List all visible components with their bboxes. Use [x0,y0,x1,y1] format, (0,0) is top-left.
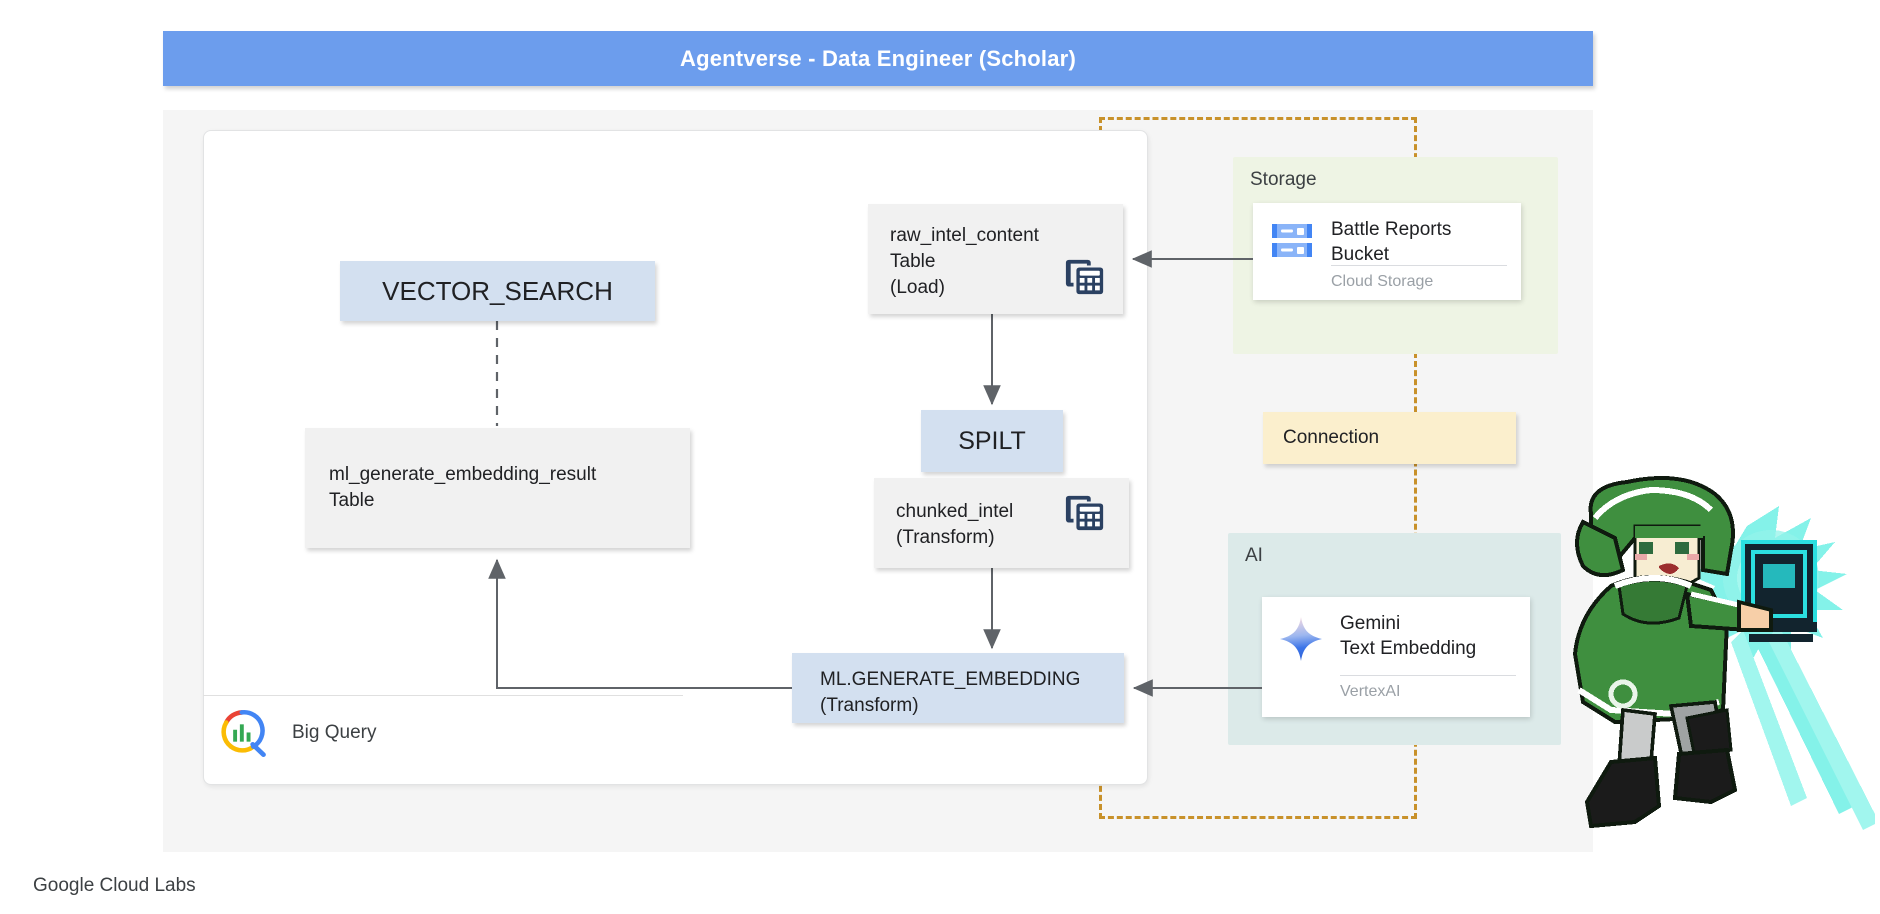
service-card-title-line-2: Text Embedding [1340,638,1477,660]
bigquery-panel-divider [203,695,683,696]
service-card-divider [1340,675,1516,676]
node-raw-intel-content-label: raw_intel_content Table (Load) [890,225,1039,299]
connection-label: Connection [1283,427,1380,448]
node-raw-intel-content[interactable]: raw_intel_content Table (Load) [868,204,1123,314]
service-card-title-line-2: Bucket [1331,244,1390,266]
node-ml-generate-embedding-label: ML.GENERATE_EMBEDDING (Transform) [820,669,1081,717]
node-chunked-intel[interactable]: chunked_intel (Transform) [874,478,1129,568]
service-card-subtitle: VertexAI [1340,683,1401,700]
service-card-battle-reports-bucket[interactable]: Battle Reports Bucket Cloud Storage [1253,203,1521,300]
character-face [1633,524,1703,590]
bigquery-table-icon [1065,259,1104,295]
node-vector-search-label: VECTOR_SEARCH [382,275,613,306]
character-hood [1575,476,1735,578]
node-ml-generate-embedding-result-label: ml_generate_embedding_result Table [329,464,597,512]
service-card-gemini-text-embedding[interactable]: Gemini Text Embedding VertexAI [1262,597,1530,717]
bigquery-branding: Big Query [218,707,376,759]
node-spilt[interactable]: SPILT [921,410,1063,472]
page-title: Agentverse - Data Engineer (Scholar) [163,31,1593,86]
cloud-storage-icon [1269,217,1315,261]
scholar-character-sprite [1572,476,1875,830]
bigquery-label: Big Query [292,722,377,743]
service-card-subtitle: Cloud Storage [1331,273,1434,290]
node-chunked-intel-label: chunked_intel (Transform) [896,501,1014,549]
bigquery-table-icon [1065,495,1104,531]
group-storage-title: Storage [1250,169,1317,190]
service-card-divider [1331,265,1507,266]
gemini-sparkle-icon [1278,611,1324,663]
character-legs [1584,700,1738,829]
group-ai-title: AI [1245,545,1263,566]
connection-box[interactable]: Connection [1263,412,1516,464]
service-card-title-line-1: Gemini [1340,613,1401,634]
node-spilt-label: SPILT [958,426,1026,455]
character-arm [1684,591,1773,633]
bigquery-logo [221,710,266,758]
service-card-title-line-1: Battle Reports [1331,219,1452,240]
node-vector-search[interactable]: VECTOR_SEARCH [340,261,655,321]
node-ml-generate-embedding-result[interactable]: ml_generate_embedding_result Table [305,428,972,548]
node-ml-generate-embedding[interactable]: ML.GENERATE_EMBEDDING (Transform) [792,653,1124,723]
footer-label: Google Cloud Labs [33,875,196,896]
